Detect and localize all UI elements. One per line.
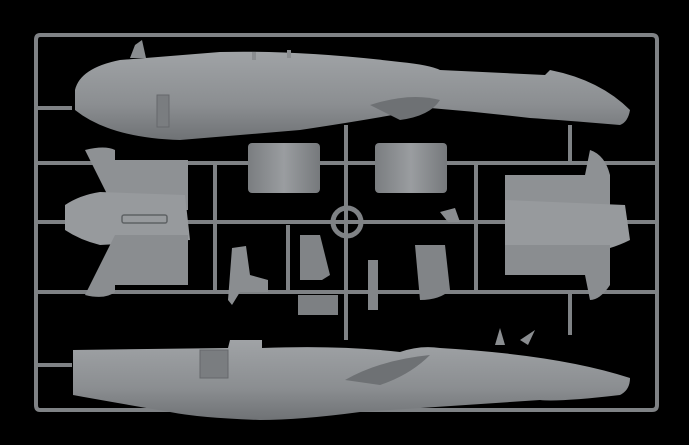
wing-left bbox=[65, 147, 190, 297]
fuselage-half-bottom bbox=[73, 328, 630, 420]
small-parts bbox=[228, 208, 460, 315]
fuselage-half-top bbox=[75, 40, 630, 140]
wing-right bbox=[505, 150, 630, 300]
engine-part-left bbox=[248, 143, 320, 193]
engine-part-right bbox=[375, 143, 447, 193]
sprue-ring bbox=[330, 205, 364, 239]
